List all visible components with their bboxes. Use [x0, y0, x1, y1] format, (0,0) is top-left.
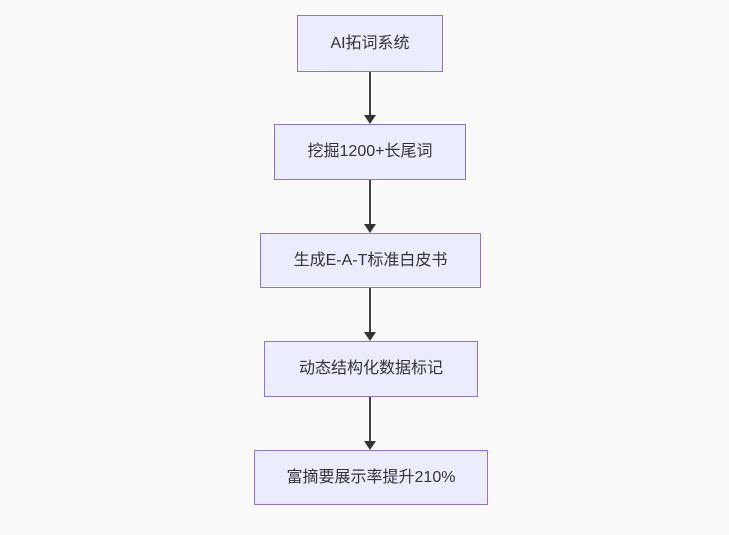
flow-node-label: 挖掘1200+长尾词 — [307, 143, 433, 161]
arrow-down-icon — [364, 332, 376, 341]
flow-edge-4 — [362, 397, 378, 450]
flow-node-generate-eat-whitepaper: 生成E-A-T标准白皮书 — [260, 233, 481, 288]
flow-node-label: 动态结构化数据标记 — [298, 360, 443, 378]
arrow-down-icon — [364, 224, 376, 233]
flow-node-ai-word-expansion-system: AI拓词系统 — [297, 15, 443, 72]
arrow-down-icon — [364, 441, 376, 450]
edge-line — [369, 288, 371, 334]
flow-edge-3 — [362, 288, 378, 341]
edge-line — [369, 72, 371, 117]
flow-edge-2 — [362, 180, 378, 233]
edge-line — [369, 397, 371, 443]
flow-node-dynamic-structured-data-markup: 动态结构化数据标记 — [264, 341, 478, 397]
edge-line — [369, 180, 371, 226]
flow-node-label: 生成E-A-T标准白皮书 — [293, 251, 448, 269]
flow-node-rich-snippet-rate-increase: 富摘要展示率提升210% — [254, 450, 488, 505]
arrow-down-icon — [364, 115, 376, 124]
flow-node-label: 富摘要展示率提升210% — [286, 468, 456, 486]
flow-edge-1 — [362, 72, 378, 124]
flow-node-label: AI拓词系统 — [330, 34, 410, 52]
flow-node-mine-longtail-keywords: 挖掘1200+长尾词 — [274, 124, 466, 180]
